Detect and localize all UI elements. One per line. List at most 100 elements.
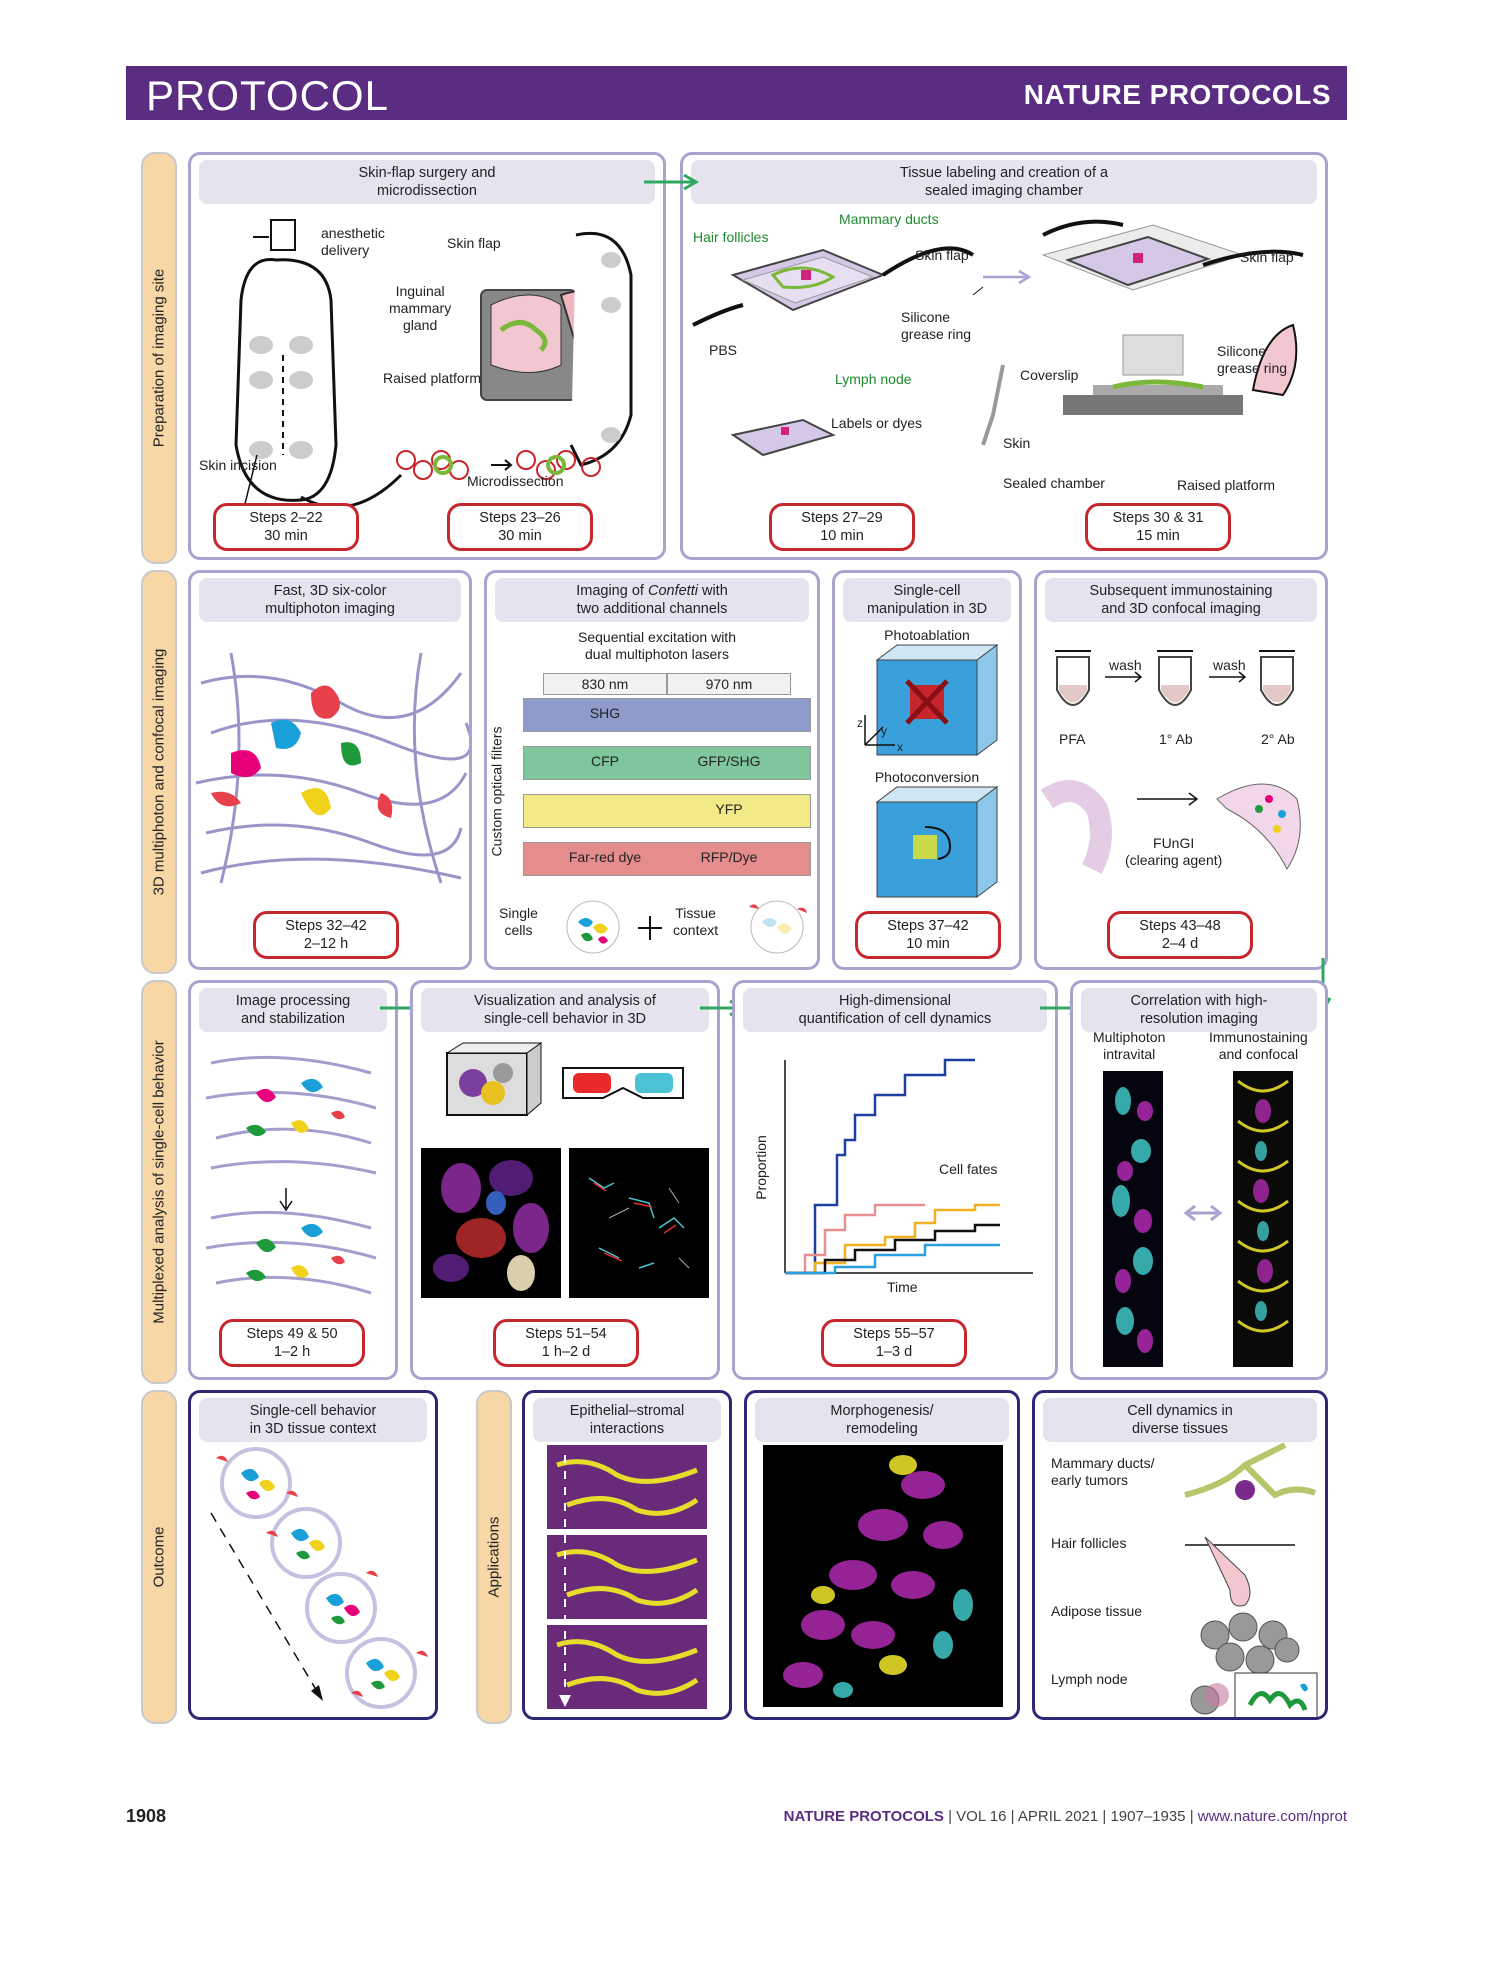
label-mammary-ducts: Mammary ducts/ early tumors [1051,1455,1155,1488]
tissue-icons [1184,1442,1318,1717]
steps-badge: Steps 49 & 50 1–2 h [219,1319,365,1367]
flow-arrow [644,173,699,191]
axis-label-custom-filters: Custom optical filters [488,726,505,857]
photoconversion-cube [875,786,999,898]
cell-behavior-illustration [210,1447,428,1709]
six-color-cells-illustration [195,652,469,884]
row-label-outcome: Outcome [141,1390,177,1724]
label-sealed-chamber: Sealed chamber [1003,475,1105,491]
page-number: 1908 [126,1806,167,1826]
footer-citation: NATURE PROTOCOLS | VOL 16 | APRIL 2021 |… [784,1808,1347,1825]
panel-visualization: Visualization and analysis of single-cel… [410,980,720,1380]
steps-badge: Steps 32–42 2–12 h [253,911,399,959]
cell-fate-plot [784,1058,1033,1275]
panel-image-processing: Image processing and stabilization Steps… [188,980,398,1380]
label-wash-1: wash [1109,657,1142,673]
filter-yfp: YFP [715,801,743,817]
label-tissue-context: Tissue context [673,905,719,938]
3d-glasses-illustration [445,1042,684,1117]
header-bar: PROTOCOL NATURE PROTOCOLS [126,66,1347,120]
panel-title: Fast, 3D six-color multiphoton imaging [199,578,461,622]
panel-morphogenesis: Morphogenesis/ remodeling [744,1390,1020,1720]
panel-title: Image processing and stabilization [199,988,387,1032]
steps-badge: Steps 51–54 1 h–2 d [493,1319,639,1367]
label-fungi: FUnGI (clearing agent) [1125,835,1223,868]
label-multiphoton-intravital: Multiphoton intravital [1093,1029,1166,1062]
wavelength-830: 830 nm [543,673,667,695]
steps-badge: Steps 37–42 10 min [855,911,1001,959]
label-anesthetic: anesthetic delivery [321,225,385,258]
label-immunostaining-confocal: Immunostaining and confocal [1209,1029,1308,1062]
panel-title: High-dimensional quantification of cell … [743,988,1047,1032]
confocal-image [1233,1071,1293,1367]
applications-label: Applications [476,1390,512,1724]
label-skin-flap: Skin flap [915,247,969,263]
imaging-chamber-illustration [692,219,1304,457]
filter-rfp-dye: RFP/Dye [700,849,758,865]
label-raised-platform: Raised platform [383,370,482,386]
panel-title: Visualization and analysis of single-cel… [421,988,709,1032]
axis-z: z [857,716,863,730]
label-mammary-ducts: Mammary ducts [839,211,939,227]
panel-title: Epithelial–stromal interactions [533,1398,721,1442]
panel-correlation: Correlation with high- resolution imagin… [1070,980,1328,1380]
label-pbs: PBS [709,342,738,358]
filter-red-row [523,842,811,876]
label-skin-incision: Skin incision [199,457,277,473]
x-axis-label-time: Time [887,1279,918,1295]
label-skin: Skin [1003,435,1031,451]
steps-badge: Steps 30 & 31 15 min [1085,503,1231,551]
filter-far-red: Far-red dye [568,849,642,865]
row-label-preparation: Preparation of imaging site [141,152,177,564]
label-skin-flap: Skin flap [447,235,501,251]
label-coverslip: Coverslip [1020,367,1079,383]
panel-six-color-imaging: Fast, 3D six-color multiphoton imaging S… [188,570,472,970]
bidirectional-arrow [1183,1204,1223,1222]
header-journal-name: NATURE PROTOCOLS [1023,79,1331,110]
filter-gfp-shg: GFP/SHG [697,753,761,769]
panel-skin-flap-surgery: Skin-flap surgery and microdissection an… [188,152,666,560]
label-single-cells: Single cells [499,905,538,938]
label-raised-platform: Raised platform [1177,477,1276,493]
axis-y: y [881,724,887,738]
footer-journal: NATURE PROTOCOLS [783,1808,944,1825]
filter-yfp-row [523,794,811,828]
label-primary-ab: 1° Ab [1159,731,1193,747]
steps-badge: Steps 27–29 10 min [769,503,915,551]
tissue-context-icon [749,900,807,954]
stabilization-illustration [205,1055,377,1295]
single-cells-icon [566,900,620,954]
clearing-illustration [1040,780,1301,874]
panel-title: Correlation with high- resolution imagin… [1081,988,1317,1032]
steps-badge: Steps 23–26 30 min [447,503,593,551]
panel-title: Imaging of Confetti with two additional … [495,578,809,622]
panel-tissue-labeling: Tissue labeling and creation of a sealed… [680,152,1328,560]
panel-single-cell-manipulation: Single-cell manipulation in 3D Photoabla… [832,570,1022,970]
label-lymph-node: Lymph node [835,371,912,387]
panel-title: Single-cell behavior in 3D tissue contex… [199,1398,427,1442]
axis-x: x [897,740,903,754]
label-photoablation: Photoablation [884,627,970,643]
filter-cfp: CFP [591,753,619,769]
panel-title: Skin-flap surgery and microdissection [199,160,655,204]
label-wash-2: wash [1213,657,1246,673]
footer-url[interactable]: www.nature.com/nprot [1197,1808,1347,1825]
3d-render-image [421,1148,561,1298]
plus-icon [638,916,662,940]
epithelial-stromal-images [547,1445,707,1709]
filter-cfp-row [523,746,811,780]
steps-badge: Steps 55–57 1–3 d [821,1319,967,1367]
mouse-illustration [234,219,633,521]
label-cell-fates: Cell fates [939,1161,998,1177]
panel-epithelial-stromal: Epithelial–stromal interactions [522,1390,732,1720]
panel-title: Morphogenesis/ remodeling [755,1398,1009,1442]
panel-confetti-imaging: Imaging of Confetti with two additional … [484,570,820,970]
sequential-excitation-subtitle: Sequential excitation with dual multipho… [578,629,736,662]
label-microdissection: Microdissection [467,473,564,489]
header-section-label: PROTOCOL [146,72,389,119]
label-labels-dyes: Labels or dyes [831,415,923,431]
panel-title: Tissue labeling and creation of a sealed… [691,160,1317,204]
panel-immunostaining: Subsequent immunostaining and 3D confoca… [1034,570,1328,970]
panel-quantification: High-dimensional quantification of cell … [732,980,1058,1380]
morphogenesis-image [763,1445,1003,1707]
